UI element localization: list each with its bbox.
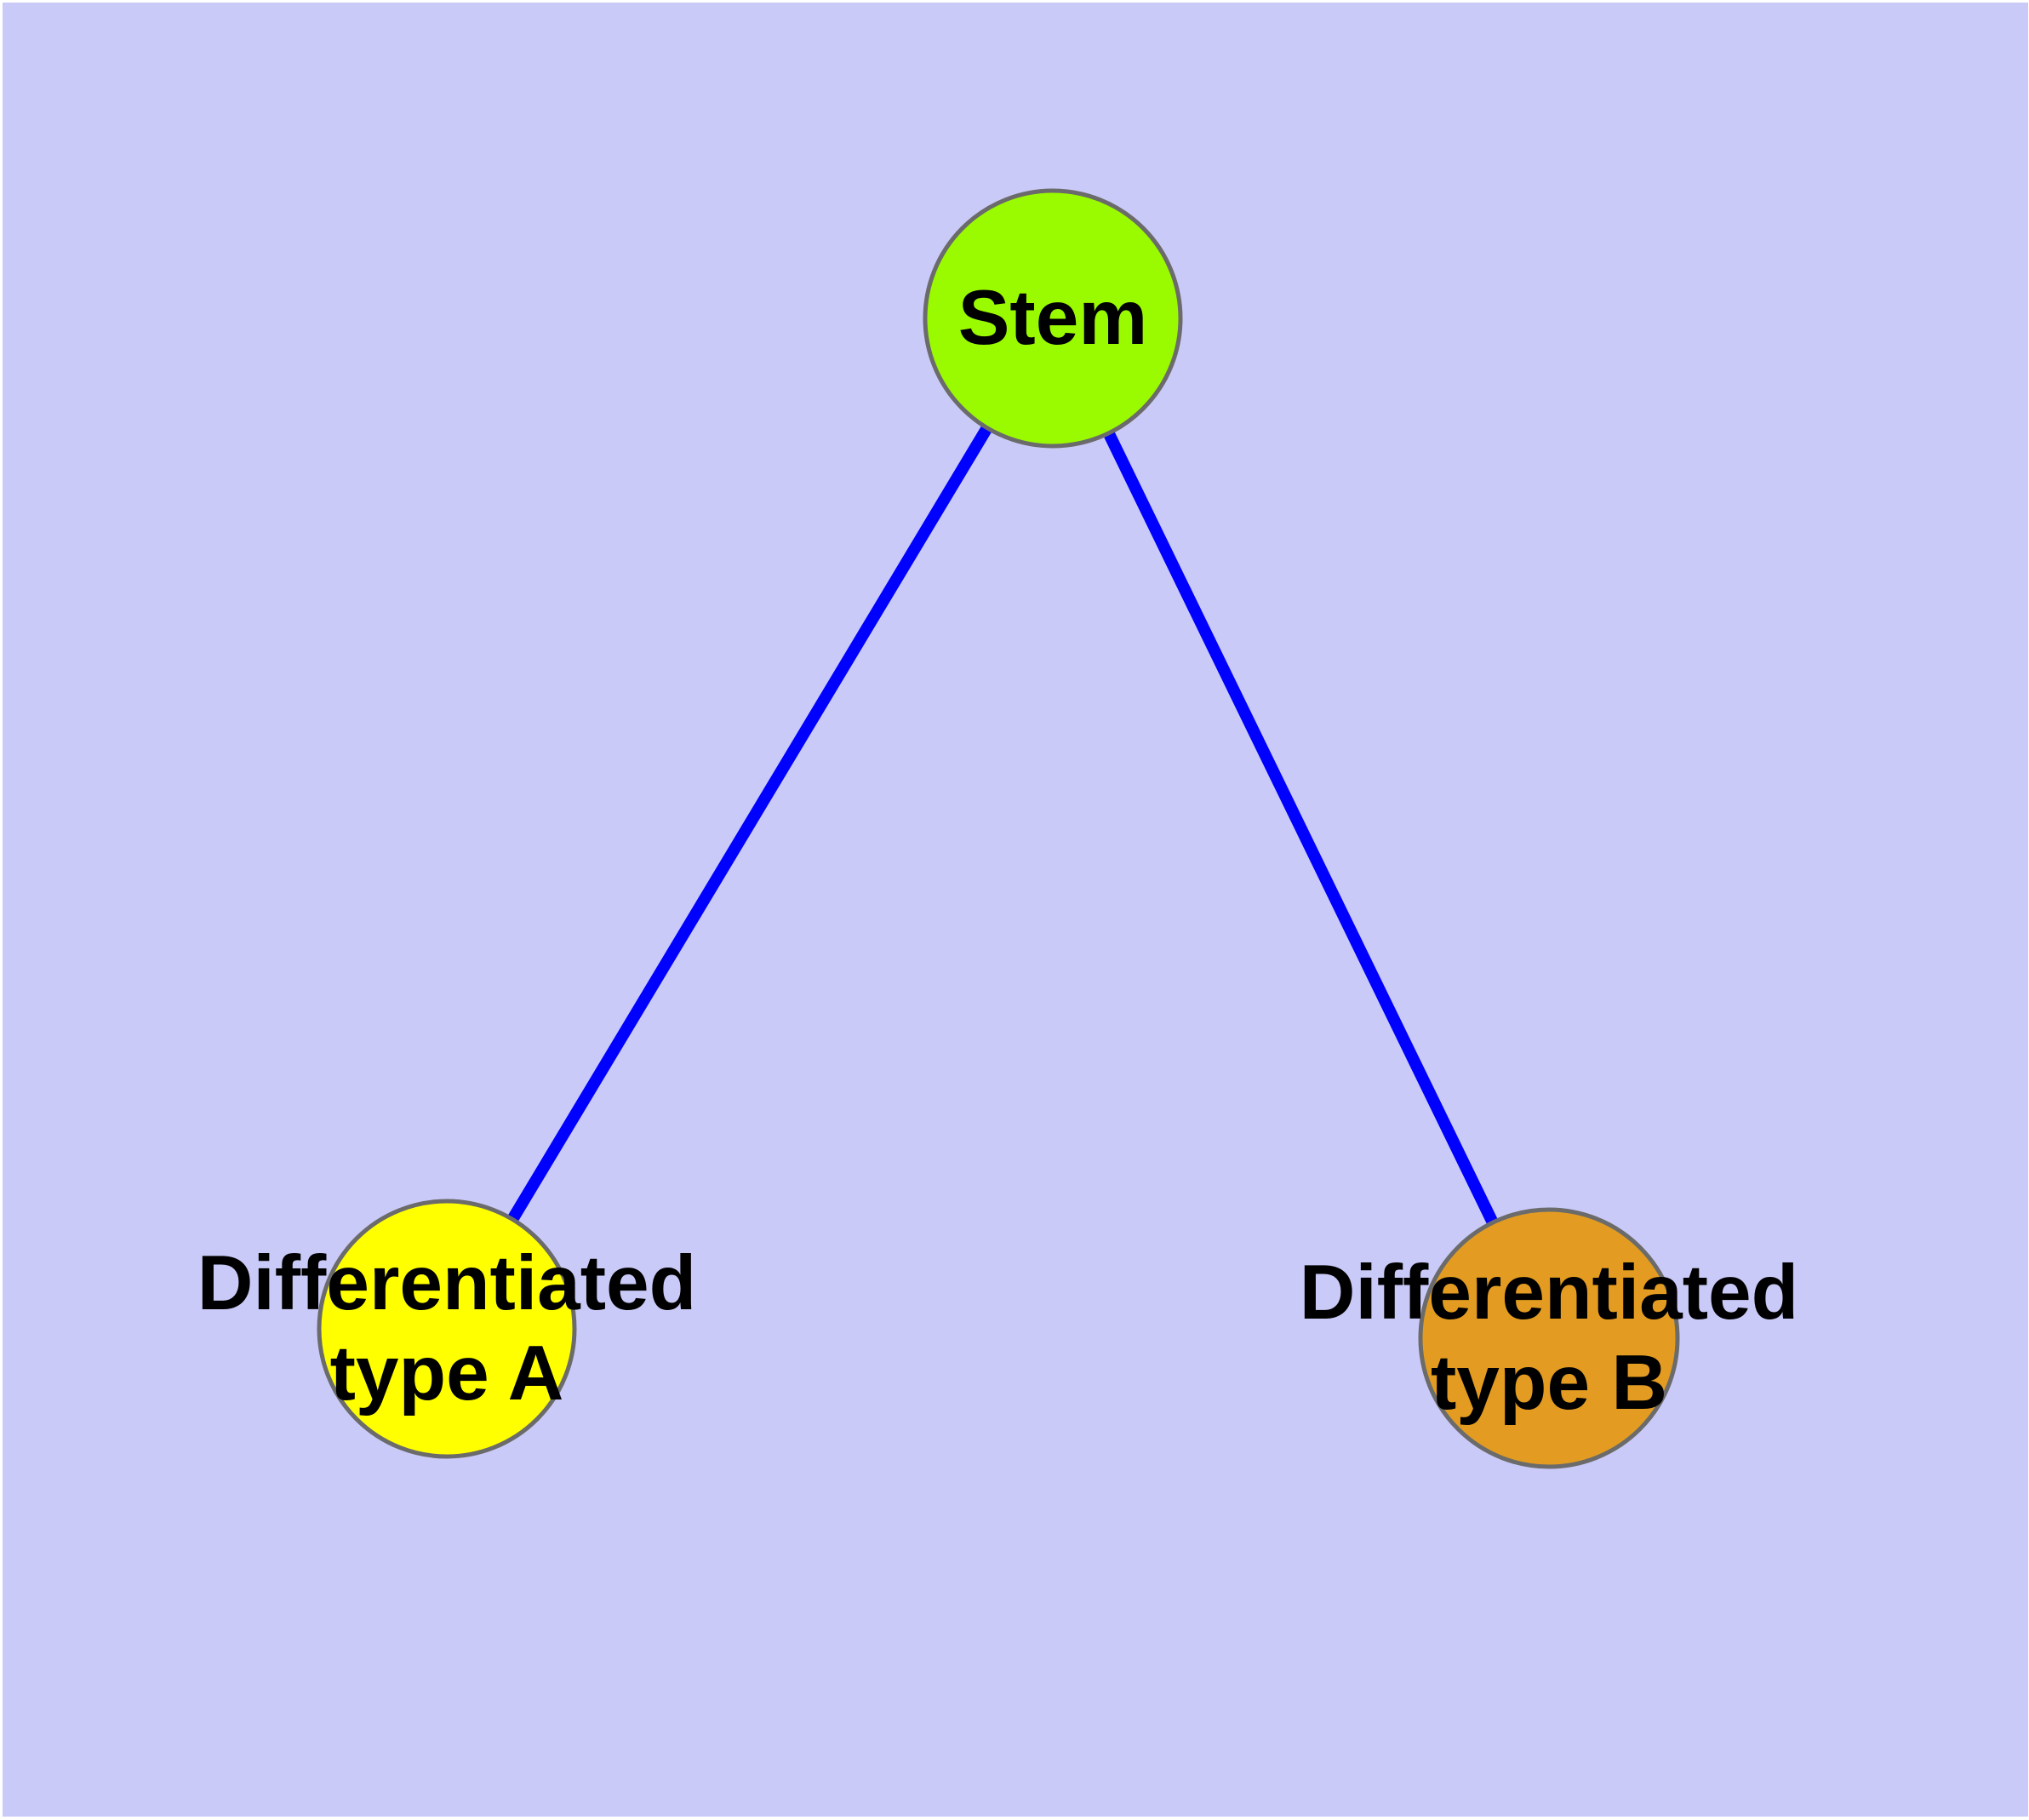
edge-stem-to-type-b [1047, 315, 1555, 1342]
node-differentiated-type-b [1418, 1207, 1680, 1469]
node-stem [923, 188, 1183, 449]
node-differentiated-type-a [317, 1199, 577, 1459]
edge-stem-to-type-a [441, 315, 1059, 1332]
